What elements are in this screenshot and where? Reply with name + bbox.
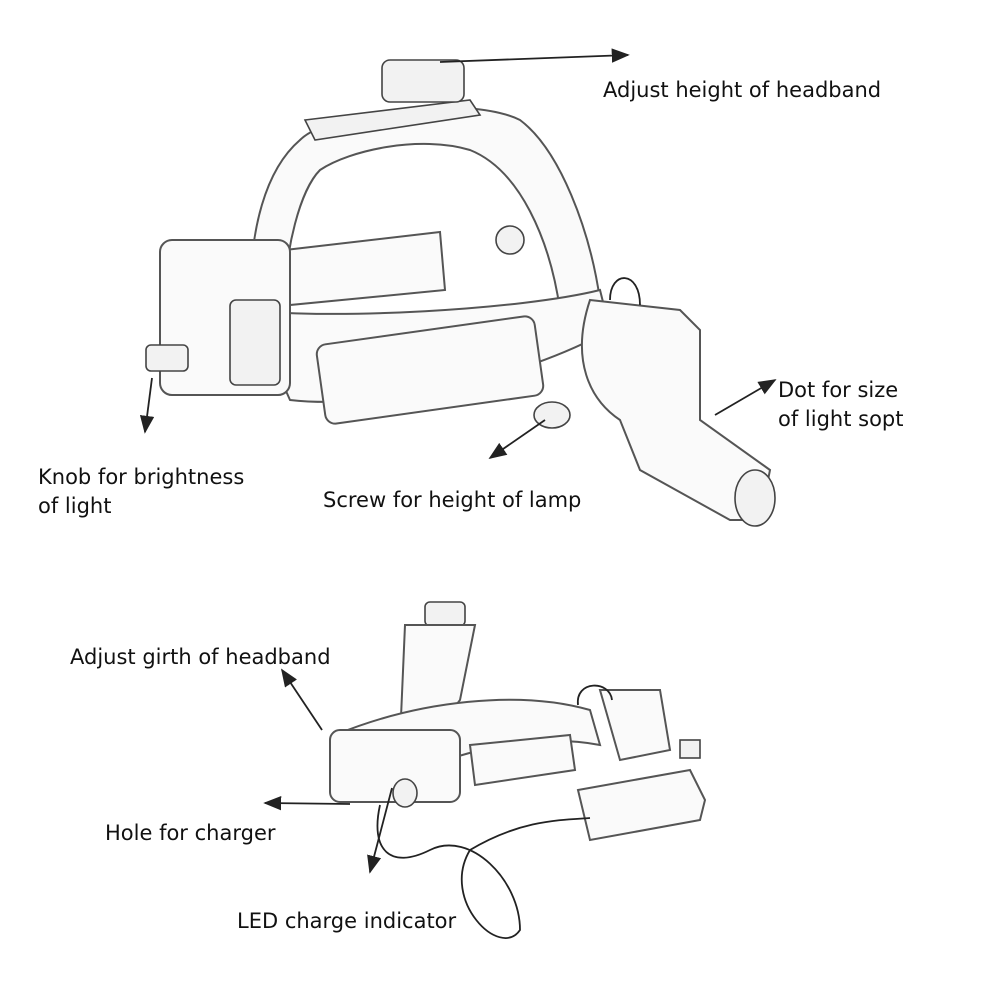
arrow-adjust-girth — [281, 668, 323, 731]
label-screw-height: Screw for height of lamp — [323, 488, 582, 512]
label-knob-line1: Knob for brightness — [38, 465, 245, 489]
arrow-dot-size — [714, 379, 777, 416]
label-adjust-height: Adjust height of headband — [603, 78, 882, 102]
label-knob-line2: of light — [38, 494, 112, 518]
label-adjust-girth: Adjust girth of headband — [70, 645, 331, 669]
lamp-housing — [581, 298, 772, 521]
arrow-screw-height — [488, 419, 546, 460]
arrow-adjust-height — [439, 48, 630, 63]
charger-adapter — [576, 768, 707, 842]
label-dot-size-line2: of light sopt — [778, 407, 904, 431]
label-hole-charger: Hole for charger — [105, 821, 276, 845]
arrow-knob-brightness — [139, 377, 155, 434]
label-led-indicator: LED charge indicator — [237, 909, 457, 933]
bottom-headlamp-illustration — [329, 601, 707, 939]
arrow-led-indicator — [367, 787, 393, 874]
label-dot-size-line1: Dot for size — [778, 378, 899, 402]
led-indicator — [392, 778, 418, 808]
top-headlamp-illustration — [145, 59, 776, 527]
lamp-lens — [734, 469, 776, 527]
arrow-hole-charger — [263, 795, 351, 811]
brightness-knob — [145, 344, 189, 372]
height-adjust-knob — [381, 59, 465, 103]
